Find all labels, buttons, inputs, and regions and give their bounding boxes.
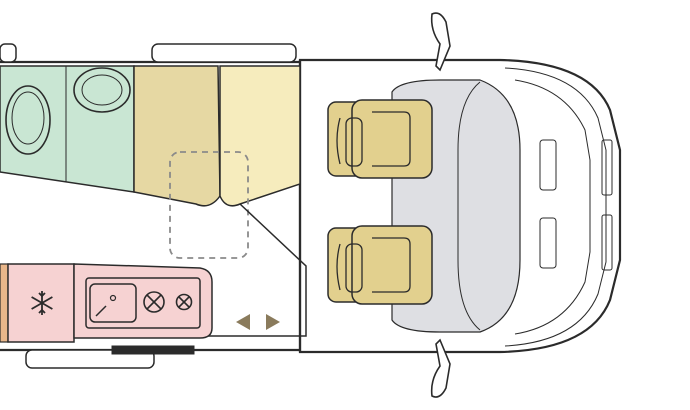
bathroom-zone — [0, 65, 135, 193]
washbasin-bowl-icon — [81, 74, 123, 106]
sink-icon — [89, 283, 137, 323]
cab-inner-line-2 — [514, 79, 591, 335]
mirror-top — [430, 12, 451, 72]
cab-vent-bottom — [539, 217, 557, 269]
cab-vent-top — [539, 139, 557, 191]
toilet-seat-icon — [11, 91, 45, 145]
washbasin-icon — [73, 67, 131, 113]
hob-frame — [85, 277, 201, 329]
seat-top — [327, 99, 433, 179]
burner-icon — [175, 293, 193, 311]
fridge — [7, 263, 75, 343]
mirror-bottom — [430, 338, 451, 398]
cab-inner-line — [504, 67, 607, 347]
fridge-cabinet-edge — [0, 263, 9, 343]
cab-side-top — [601, 139, 613, 196]
window-top — [151, 43, 297, 63]
snowflake-icon — [31, 291, 53, 315]
step-bottom — [111, 345, 195, 355]
dashboard-curve — [457, 81, 481, 331]
slide-arrows-icon — [236, 314, 280, 330]
cab-side-bottom — [601, 214, 613, 271]
dropdown-area — [169, 151, 249, 259]
kitchen-counter — [73, 263, 213, 339]
partition-line — [206, 203, 307, 337]
seat-bottom — [327, 225, 433, 305]
bed-left — [133, 65, 221, 207]
bed-right — [219, 65, 301, 207]
burner-icon — [143, 291, 165, 313]
toilet-icon — [5, 85, 51, 155]
window-top-left — [0, 43, 17, 63]
